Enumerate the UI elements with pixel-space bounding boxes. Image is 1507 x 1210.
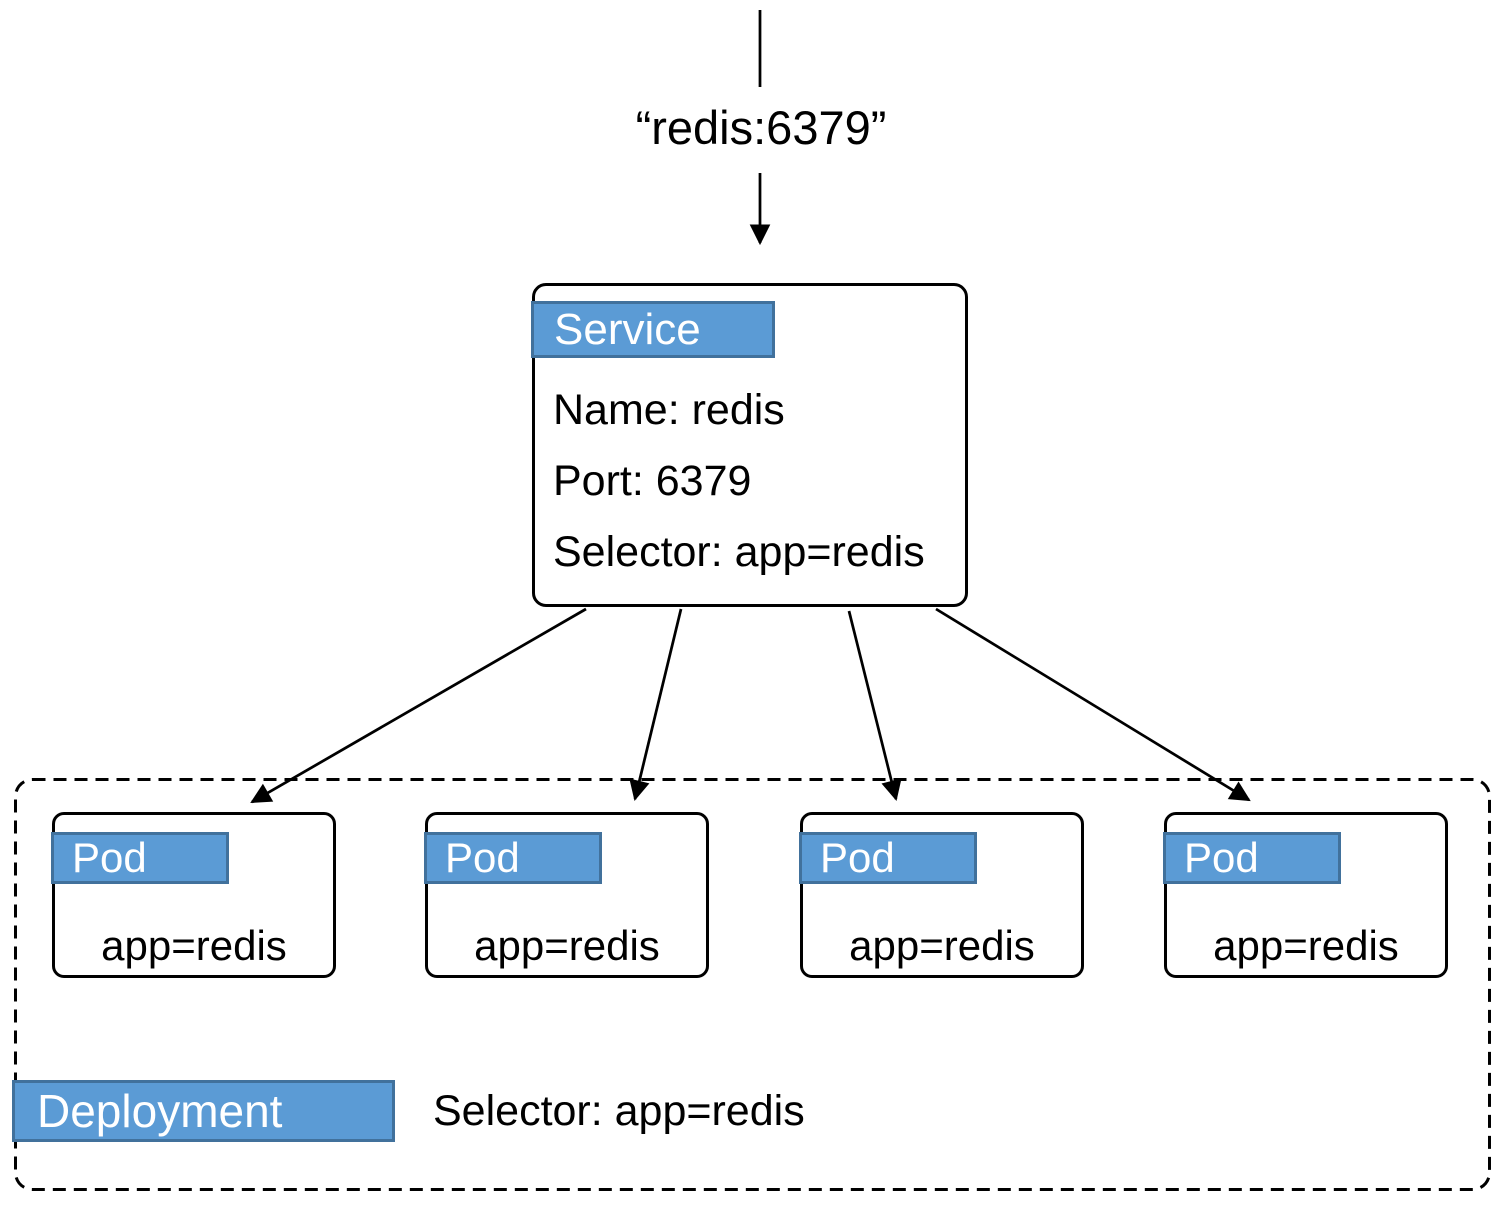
pod-label-3: app=redis [849, 922, 1035, 969]
pod-badge-3: Pod [799, 832, 977, 884]
arrow-service-to-pod-2 [629, 608, 683, 802]
pod-badge-4: Pod [1163, 832, 1341, 884]
pod-box-2: Pod app=redis [424, 812, 709, 978]
pod-box-4: Pod app=redis [1163, 812, 1448, 978]
pod-badge-1: Pod [51, 832, 229, 884]
deployment-badge: Deployment [12, 1080, 395, 1142]
service-selector-line: Selector: app=redis [553, 528, 925, 576]
service-name-line: Name: redis [553, 386, 785, 434]
pod-label-1: app=redis [101, 922, 287, 969]
arrow-service-to-pod-3 [847, 610, 902, 802]
pod-label-4: app=redis [1213, 922, 1399, 969]
arrow-service-to-pod-1 [250, 607, 587, 804]
pod-box-1: Pod app=redis [51, 812, 336, 978]
service-box: Service Name: redis Port: 6379 Selector:… [531, 283, 968, 607]
service-port-line: Port: 6379 [553, 457, 752, 505]
service-badge: Service [531, 301, 775, 358]
deployment-selector-text: Selector: app=redis [433, 1087, 805, 1135]
pod-label-2: app=redis [474, 922, 660, 969]
deployment-dashed-border [14, 778, 1491, 1191]
pod-badge-2: Pod [424, 832, 602, 884]
pod-box-3: Pod app=redis [799, 812, 1084, 978]
arrow-service-to-pod-4 [935, 607, 1251, 802]
external-traffic-label: “redis:6379” [635, 101, 887, 154]
